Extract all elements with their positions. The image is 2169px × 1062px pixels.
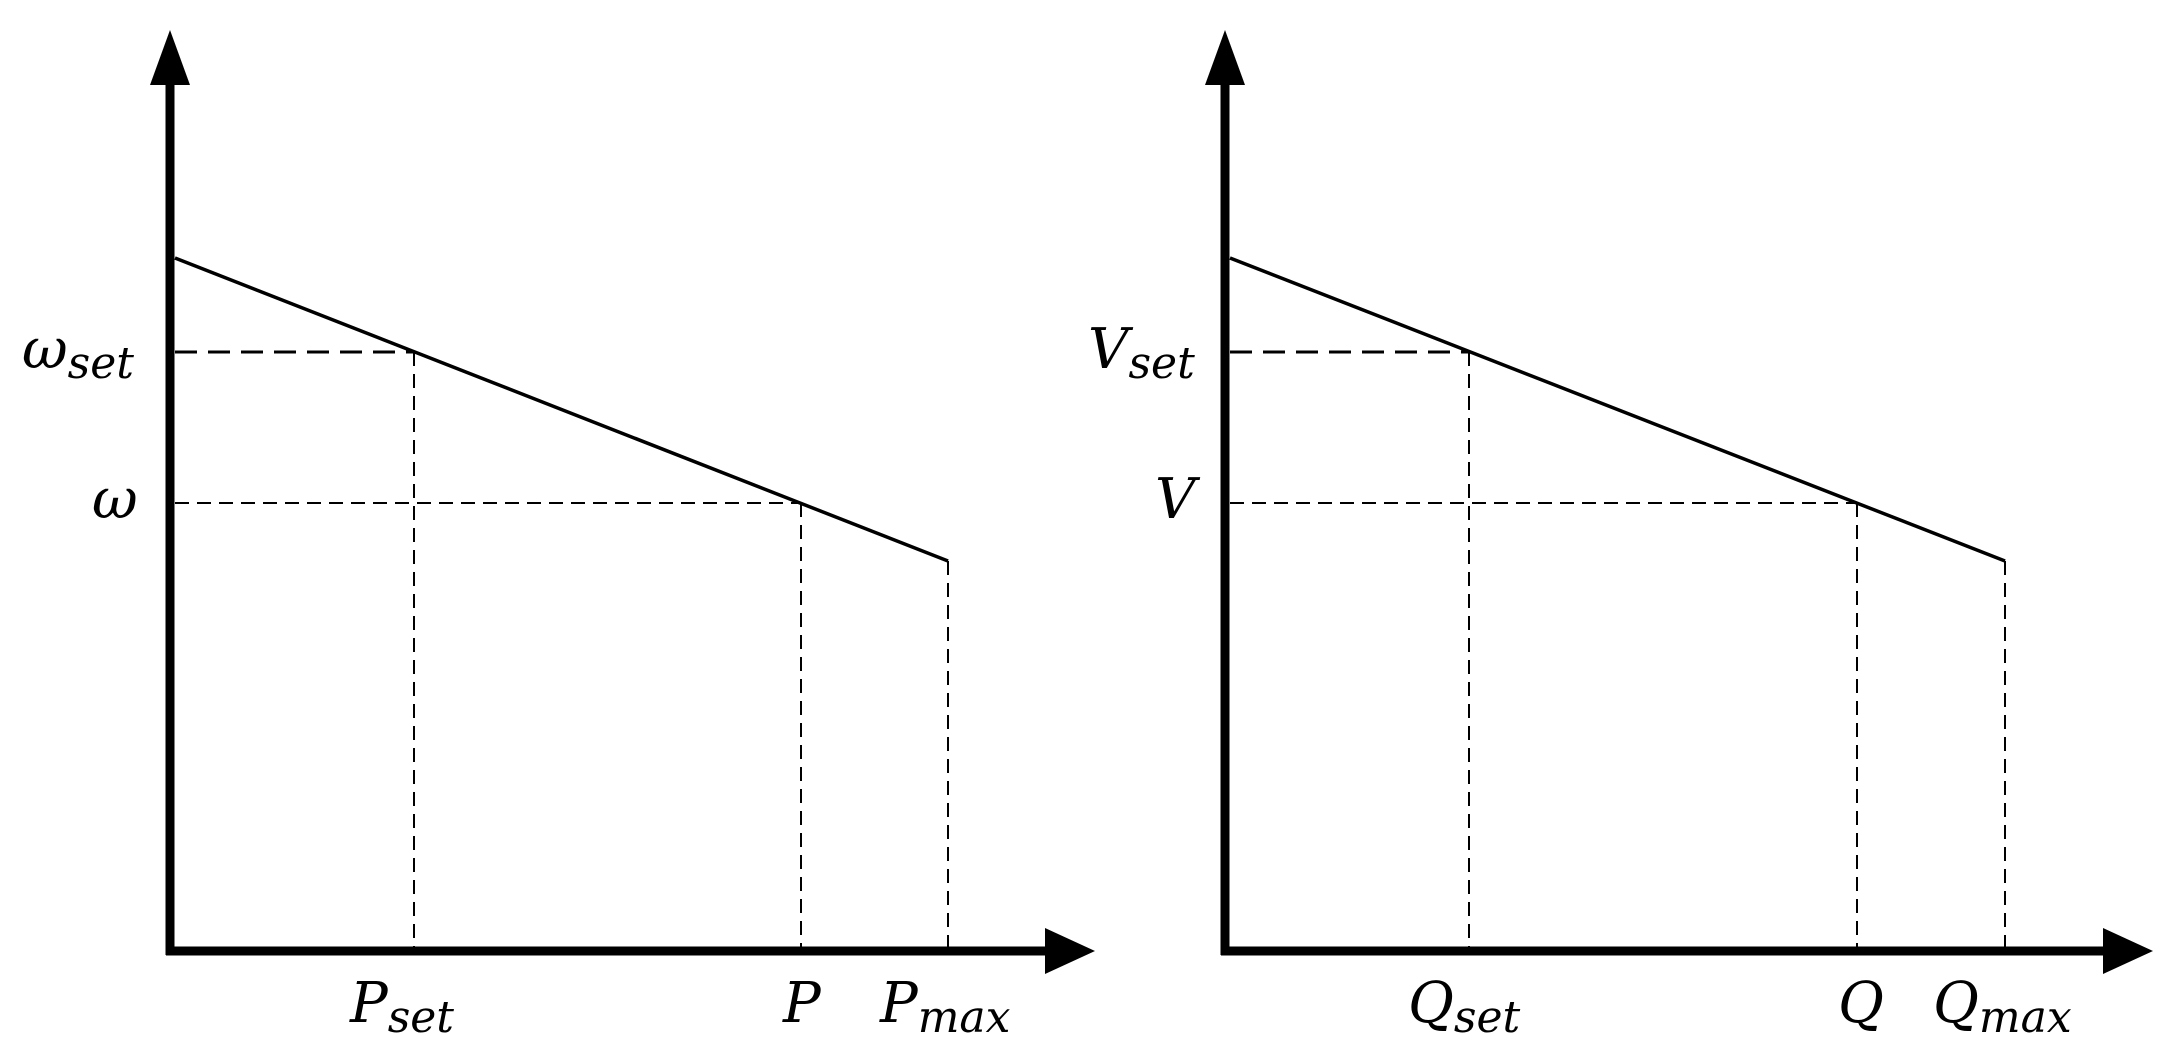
p-label: P bbox=[782, 971, 822, 1036]
q-max-label: Qmax bbox=[1933, 971, 2072, 1043]
p-max-label: Pmax bbox=[879, 971, 1011, 1043]
v-set-label: Vset bbox=[1088, 317, 1195, 389]
v-label: V bbox=[1155, 467, 1201, 532]
left-droop-line bbox=[174, 256, 949, 563]
q-label: Q bbox=[1838, 971, 1884, 1036]
left-x-axis-arrowhead bbox=[1045, 928, 1095, 974]
p-set-label: Pset bbox=[349, 971, 454, 1043]
frequency-droop-panel: ωset ω Pset P Pmax bbox=[22, 30, 1095, 1043]
omega-set-label: ωset bbox=[22, 317, 134, 389]
voltage-droop-panel: Vset V Qset Q Qmax bbox=[1088, 30, 2153, 1043]
omega-label: ω bbox=[92, 467, 138, 532]
left-y-axis-arrowhead bbox=[150, 30, 190, 85]
right-droop-line bbox=[1229, 256, 2006, 563]
right-x-axis-arrowhead bbox=[2103, 928, 2153, 974]
q-set-label: Qset bbox=[1408, 971, 1521, 1043]
right-y-axis-arrowhead bbox=[1205, 30, 1245, 85]
